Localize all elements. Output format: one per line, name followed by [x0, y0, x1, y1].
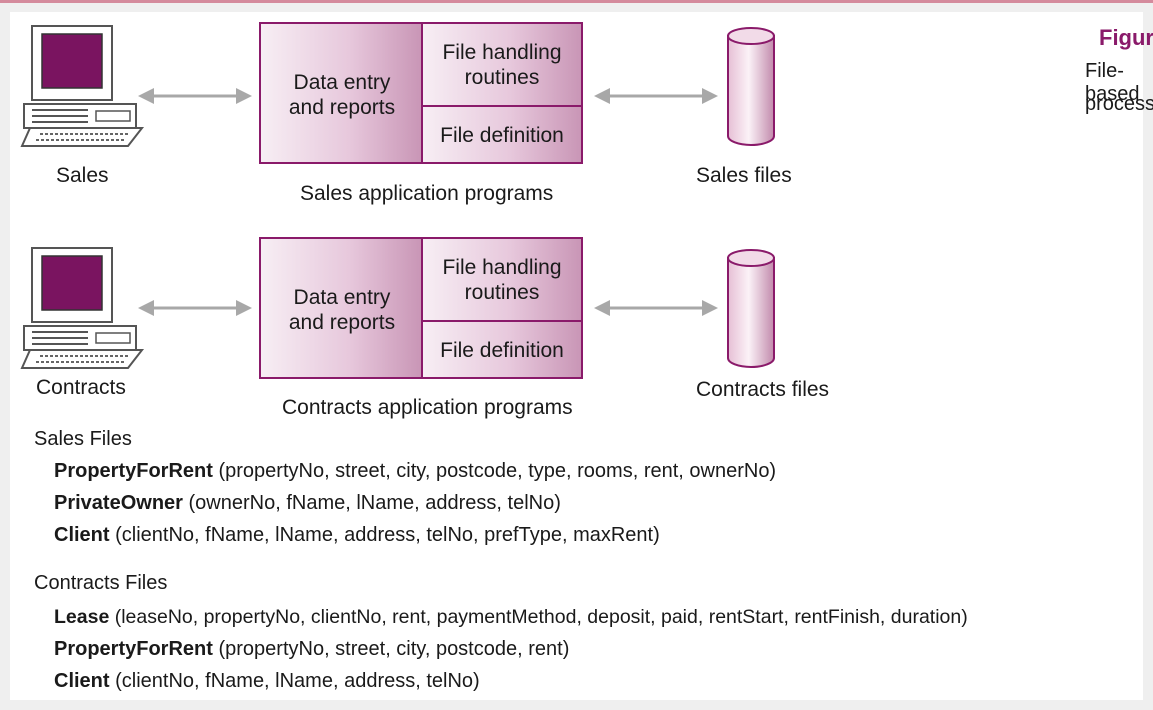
contracts-files-label: Contracts files: [696, 378, 830, 401]
sales-files-label: Sales files: [696, 164, 792, 187]
relation-name: PropertyForRent: [54, 460, 213, 482]
contracts-data-entry-line-1: Data entry: [293, 286, 391, 309]
figure-caption-line-1: File-based: [1085, 60, 1140, 105]
relation-name: Client: [54, 670, 110, 692]
sales-data-entry-line-1: Data entry: [293, 71, 391, 94]
sales-application-programs-label: Sales application programs: [300, 182, 554, 205]
contracts-files-cylinder-icon: [726, 248, 776, 375]
sales-relation-privateowner: PrivateOwner (ownerNo, fName, lName, add…: [54, 492, 561, 515]
contracts-label: Contracts: [36, 376, 126, 399]
contracts-file-handling-line-1: File handling: [442, 256, 562, 279]
contracts-relation-lease: Lease (leaseNo, propertyNo, clientNo, re…: [54, 606, 968, 629]
sales-relation-propertyforrent: PropertyForRent (propertyNo, street, cit…: [54, 460, 776, 483]
sales-data-entry-cell: [261, 24, 423, 162]
relation-attributes: (clientNo, fName, lName, address, telNo): [115, 670, 480, 692]
sales-data-entry-text: Data entry and reports: [261, 70, 423, 120]
relation-attributes: (ownerNo, fName, lName, address, telNo): [188, 492, 561, 514]
sales-file-handling-line-2: routines: [464, 66, 540, 89]
contracts-application-box: Data entry and reports File handling rou…: [259, 237, 583, 379]
figure-number: Figure 1.5: [1099, 25, 1153, 50]
relation-name: PrivateOwner: [54, 492, 183, 514]
contracts-file-handling-cell: [423, 239, 581, 322]
contracts-file-definition-cell: [423, 322, 581, 377]
sales-file-handling-cell: [423, 24, 581, 107]
contracts-file-handling-text: File handling routines: [423, 255, 581, 305]
contracts-relation-propertyforrent: PropertyForRent (propertyNo, street, cit…: [54, 638, 569, 661]
sales-file-definition-text: File definition: [440, 124, 564, 147]
sales-files-double-arrow: [594, 88, 718, 104]
contracts-file-handling-line-2: routines: [464, 281, 540, 304]
sales-application-box: Data entry and reports File handling rou…: [259, 22, 583, 164]
contracts-data-entry-line-2: and reports: [288, 311, 396, 334]
contracts-data-entry-text: Data entry and reports: [261, 285, 423, 335]
sales-files-cylinder-icon: [726, 26, 776, 153]
contracts-files-heading: Contracts Files: [34, 572, 168, 594]
sales-data-entry-line-2: and reports: [288, 96, 396, 119]
sales-file-handling-line-1: File handling: [442, 41, 562, 64]
relation-name: Client: [54, 524, 110, 546]
relation-attributes: (leaseNo, propertyNo, clientNo, rent, pa…: [114, 606, 968, 628]
sales-file-definition-cell: [423, 107, 581, 162]
sales-files-heading: Sales Files: [34, 428, 132, 450]
top-rule: [0, 0, 1153, 3]
sales-label: Sales: [56, 164, 109, 187]
sales-computer-icon: [18, 22, 146, 157]
contracts-relation-client: Client (clientNo, fName, lName, address,…: [54, 670, 480, 693]
contracts-files-double-arrow: [594, 300, 718, 316]
contracts-application-programs-label: Contracts application programs: [282, 396, 573, 419]
sales-file-handling-text: File handling routines: [423, 40, 581, 90]
sales-relation-client: Client (clientNo, fName, lName, address,…: [54, 524, 660, 547]
sales-double-arrow: [138, 88, 252, 104]
relation-name: Lease: [54, 606, 110, 628]
contracts-data-entry-cell: [261, 239, 423, 377]
contracts-double-arrow: [138, 300, 252, 316]
relation-attributes: (propertyNo, street, city, postcode, ren…: [218, 638, 570, 660]
contracts-computer-icon: [18, 244, 146, 379]
contracts-file-definition-text: File definition: [440, 339, 564, 362]
relation-attributes: (propertyNo, street, city, postcode, typ…: [218, 460, 777, 482]
figure-caption-line-2: processing.: [1085, 93, 1153, 115]
relation-name: PropertyForRent: [54, 638, 213, 660]
relation-attributes: (clientNo, fName, lName, address, telNo,…: [115, 524, 660, 546]
